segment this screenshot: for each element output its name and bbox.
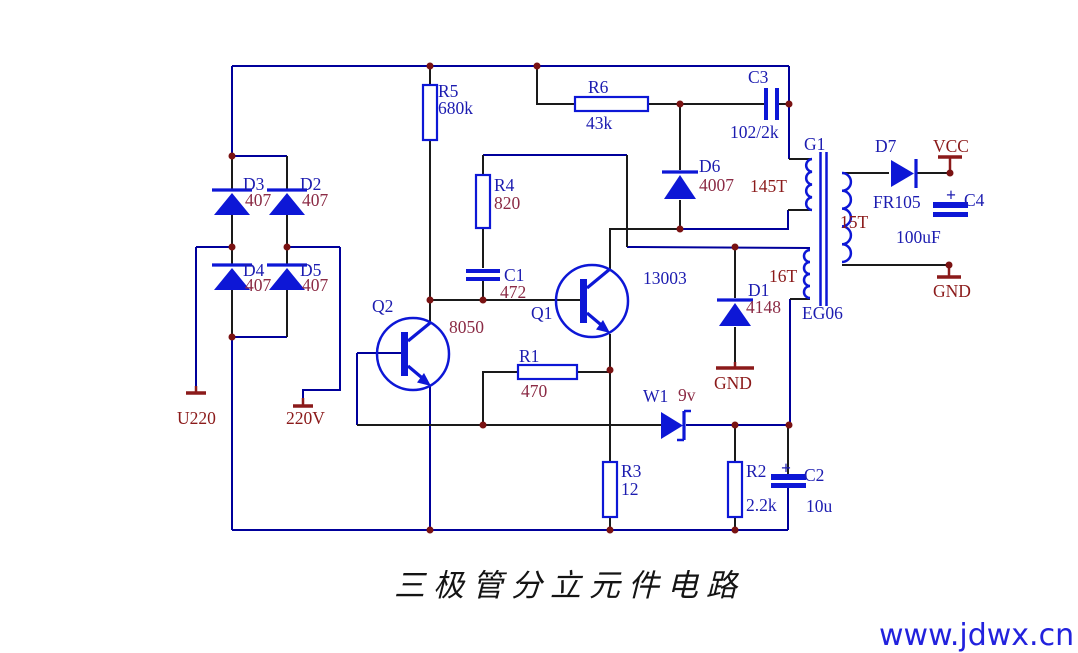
c2-plus-sign: + (781, 458, 791, 478)
r6-value: 43k (586, 113, 613, 133)
r2-value: 2.2k (746, 495, 777, 515)
r1-value: 470 (521, 381, 548, 401)
d1-value: 4148 (746, 297, 781, 317)
capacitor-C1: C1 472 (466, 265, 526, 302)
winding-15T (841, 171, 853, 264)
d6-ref: D6 (699, 156, 721, 176)
d7-value: FR105 (873, 192, 921, 212)
r2-ref: R2 (746, 461, 766, 481)
resistor-R3: R3 12 (601, 460, 642, 519)
220v-label: 220V (286, 408, 325, 428)
terminal-220v: 220V (286, 398, 325, 428)
terminal-u220: U220 (177, 386, 216, 428)
resistor-R5: R5 680k (421, 81, 473, 142)
winding-145T (804, 157, 813, 212)
c2-value: 10u (806, 496, 833, 516)
watermark-url: www.jdwx.cn (879, 618, 1074, 653)
d3-value: 407 (245, 190, 272, 210)
d1-ref: D1 (748, 280, 769, 300)
d6-value: 4007 (699, 175, 734, 195)
capacitor-C4: + C4 100uF (896, 185, 985, 247)
q2-ref: Q2 (372, 296, 393, 316)
capacitor-C3: C3 102/2k (730, 67, 779, 142)
d4-ref: D4 (243, 260, 265, 280)
d7-ref: D7 (875, 136, 897, 156)
transistor-Q2: Q2 8050 (372, 296, 484, 392)
diode-D6: D6 4007 (662, 156, 734, 199)
wires-blue (195, 65, 811, 531)
terminal-vcc: VCC (933, 136, 969, 173)
d3-ref: D3 (243, 174, 265, 194)
r1-ref: R1 (519, 346, 539, 366)
w1-value: 9v (678, 385, 696, 405)
d5-value: 407 (302, 275, 329, 295)
r5-value: 680k (438, 98, 473, 118)
vcc-label: VCC (933, 136, 969, 156)
c3-value: 102/2k (730, 122, 779, 142)
transistor-Q1: Q1 13003 (531, 263, 687, 339)
r3-value: 12 (621, 479, 639, 499)
d5-ref: D5 (300, 260, 322, 280)
q2-value: 8050 (449, 317, 484, 337)
diode-D1: D1 4148 (717, 280, 781, 326)
q1-value: 13003 (643, 268, 687, 288)
c3-ref: C3 (748, 67, 769, 87)
gnd-right-label: GND (933, 281, 971, 301)
diode-D3: D3 407 (212, 174, 272, 215)
g1-model: EG06 (802, 303, 843, 323)
w1-ref: W1 (643, 386, 668, 406)
diode-D7: D7 FR105 (873, 136, 921, 212)
resistor-R2: R2 2.2k (726, 460, 777, 519)
terminal-gnd-right: GND (933, 265, 971, 301)
g1-ref: G1 (804, 134, 825, 154)
c4-ref: C4 (964, 190, 985, 210)
r4-ref: R4 (494, 175, 515, 195)
c4-value: 100uF (896, 227, 941, 247)
r5-ref: R5 (438, 81, 459, 101)
d4-value: 407 (245, 275, 272, 295)
c2-ref: C2 (804, 465, 824, 485)
winding-145T-label: 145T (750, 176, 787, 196)
r4-value: 820 (494, 193, 521, 213)
d2-value: 407 (302, 190, 329, 210)
diode-D5: D5 407 (267, 260, 329, 295)
terminal-gnd-d1: GND (714, 362, 754, 393)
transformer-G1: G1 145T 15T 16T EG06 (750, 134, 869, 323)
c4-plus-sign: + (946, 185, 956, 205)
u220-label: U220 (177, 408, 216, 428)
diode-D4: D4 407 (212, 260, 272, 295)
junction-dots (228, 62, 954, 534)
resistor-R4: R4 820 (474, 173, 521, 230)
r3-ref: R3 (621, 461, 642, 481)
c1-value: 472 (500, 282, 526, 302)
zener-W1: W1 9v (643, 385, 696, 442)
schematic-title: 三极管分立元件电路 (394, 568, 745, 603)
resistor-R6: R6 43k (573, 77, 650, 133)
winding-16T (802, 248, 811, 300)
r6-ref: R6 (588, 77, 609, 97)
d2-ref: D2 (300, 174, 321, 194)
wires-black (231, 66, 950, 530)
diode-D2: D2 407 (267, 174, 329, 215)
c1-ref: C1 (504, 265, 524, 285)
gnd-d1-label: GND (714, 373, 752, 393)
winding-15T-label: 15T (840, 212, 869, 232)
q1-ref: Q1 (531, 303, 552, 323)
winding-16T-label: 16T (769, 266, 798, 286)
resistor-R1: R1 470 (516, 346, 579, 401)
capacitor-C2: + C2 10u (771, 458, 833, 516)
